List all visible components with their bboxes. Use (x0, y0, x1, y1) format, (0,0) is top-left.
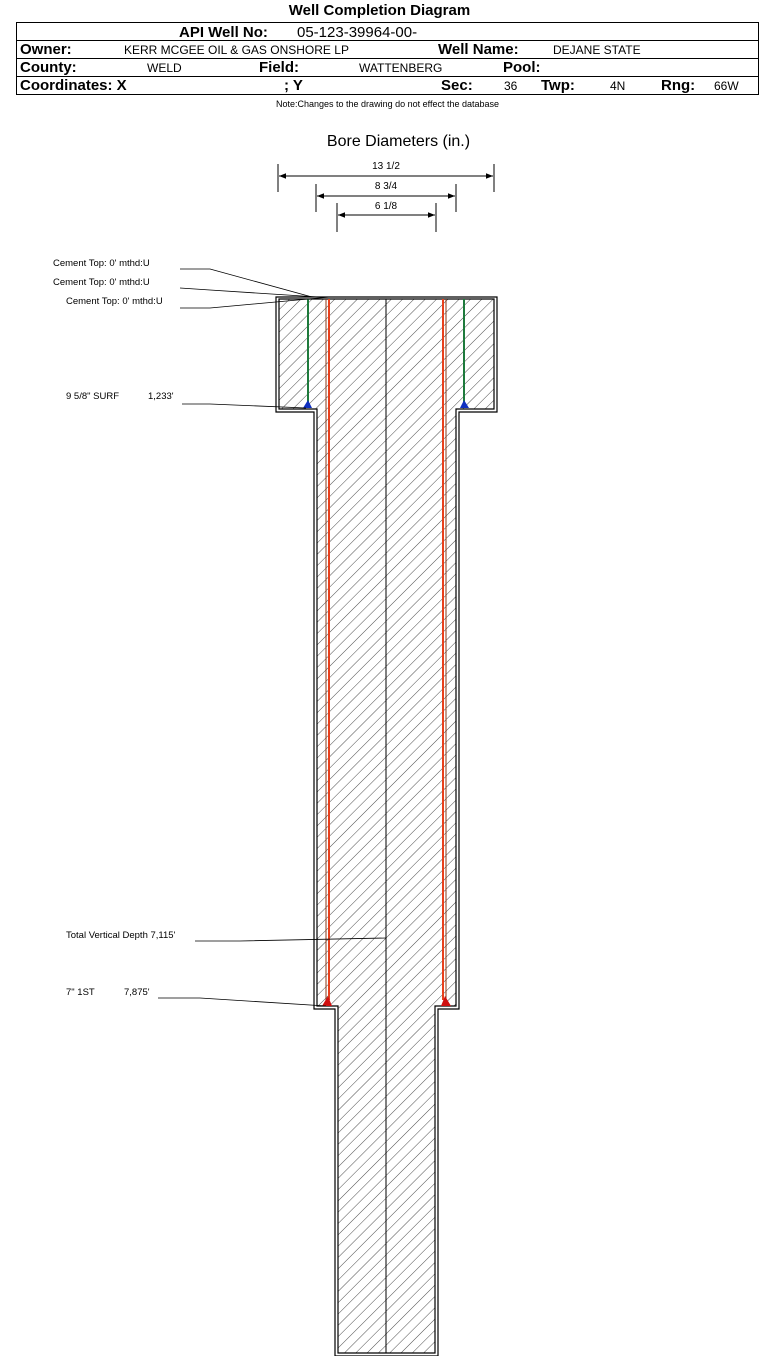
leader-cement-top-1 (180, 268, 313, 298)
production-casing-depth: 7,875' (124, 987, 150, 998)
bore-diameter-label-3: 6 1/8 (374, 201, 398, 212)
wellname-label: Well Name: (438, 41, 519, 58)
api-label: API Well No: (179, 24, 268, 41)
surface-shoe-right (460, 400, 469, 408)
coord-y-label: ; Y (284, 77, 303, 94)
leader-production-casing (158, 997, 327, 1007)
production-shoe-right (441, 996, 451, 1006)
sec-value: 36 (504, 79, 518, 93)
field-label: Field: (259, 59, 299, 76)
diagram-title: Well Completion Diagram (288, 2, 471, 19)
owner-label: Owner: (20, 41, 72, 58)
borehole-outline (275, 296, 498, 1356)
api-row: API Well No: 05-123-39964-00- (16, 22, 759, 42)
coord-label: Coordinates: X (20, 77, 127, 94)
sec-label: Sec: (441, 77, 473, 94)
owner-row: Owner: KERR MCGEE OIL & GAS ONSHORE LP W… (16, 40, 759, 59)
production-casing-name: 7" 1ST (66, 987, 95, 998)
county-label: County: (20, 59, 77, 76)
leader-cement-top-3 (180, 296, 331, 309)
wellname-value: DEJANE STATE (553, 43, 641, 57)
leader-surface-casing (182, 403, 307, 409)
rng-value: 66W (714, 79, 739, 93)
twp-label: Twp: (541, 77, 575, 94)
pool-label: Pool: (503, 59, 541, 76)
twp-value: 4N (610, 79, 626, 93)
production-shoe-left (322, 996, 332, 1006)
field-value: WATTENBERG (359, 61, 443, 75)
cement-top-label-1: Cement Top: 0' mthd:U (53, 258, 150, 269)
database-note: Note:Changes to the drawing do not effec… (276, 99, 499, 109)
cement-top-label-3: Cement Top: 0' mthd:U (66, 296, 163, 307)
leader-lines (158, 268, 387, 1007)
surface-casing-depth: 1,233' (148, 391, 174, 402)
api-value: 05-123-39964-00- (297, 24, 418, 41)
bore-diameters-title: Bore Diameters (in.) (326, 133, 471, 150)
tvd-label: Total Vertical Depth 7,115' (66, 930, 176, 941)
leader-cement-top-2 (179, 287, 319, 298)
surface-casing-name: 9 5/8" SURF (66, 391, 120, 402)
rng-label: Rng: (661, 77, 696, 94)
coordinates-row: Coordinates: X ; Y Sec: 36 Twp: 4N Rng: … (16, 76, 759, 95)
cement-top-label-2: Cement Top: 0' mthd:U (53, 277, 150, 288)
surface-shoe-left (303, 400, 312, 408)
leader-tvd (195, 937, 387, 942)
bore-dimension-lines (277, 164, 495, 232)
bore-diameter-label-2: 8 3/4 (374, 181, 398, 192)
bore-diameter-label-1: 13 1/2 (372, 161, 400, 172)
owner-value: KERR MCGEE OIL & GAS ONSHORE LP (124, 43, 349, 57)
county-value: WELD (147, 61, 182, 75)
